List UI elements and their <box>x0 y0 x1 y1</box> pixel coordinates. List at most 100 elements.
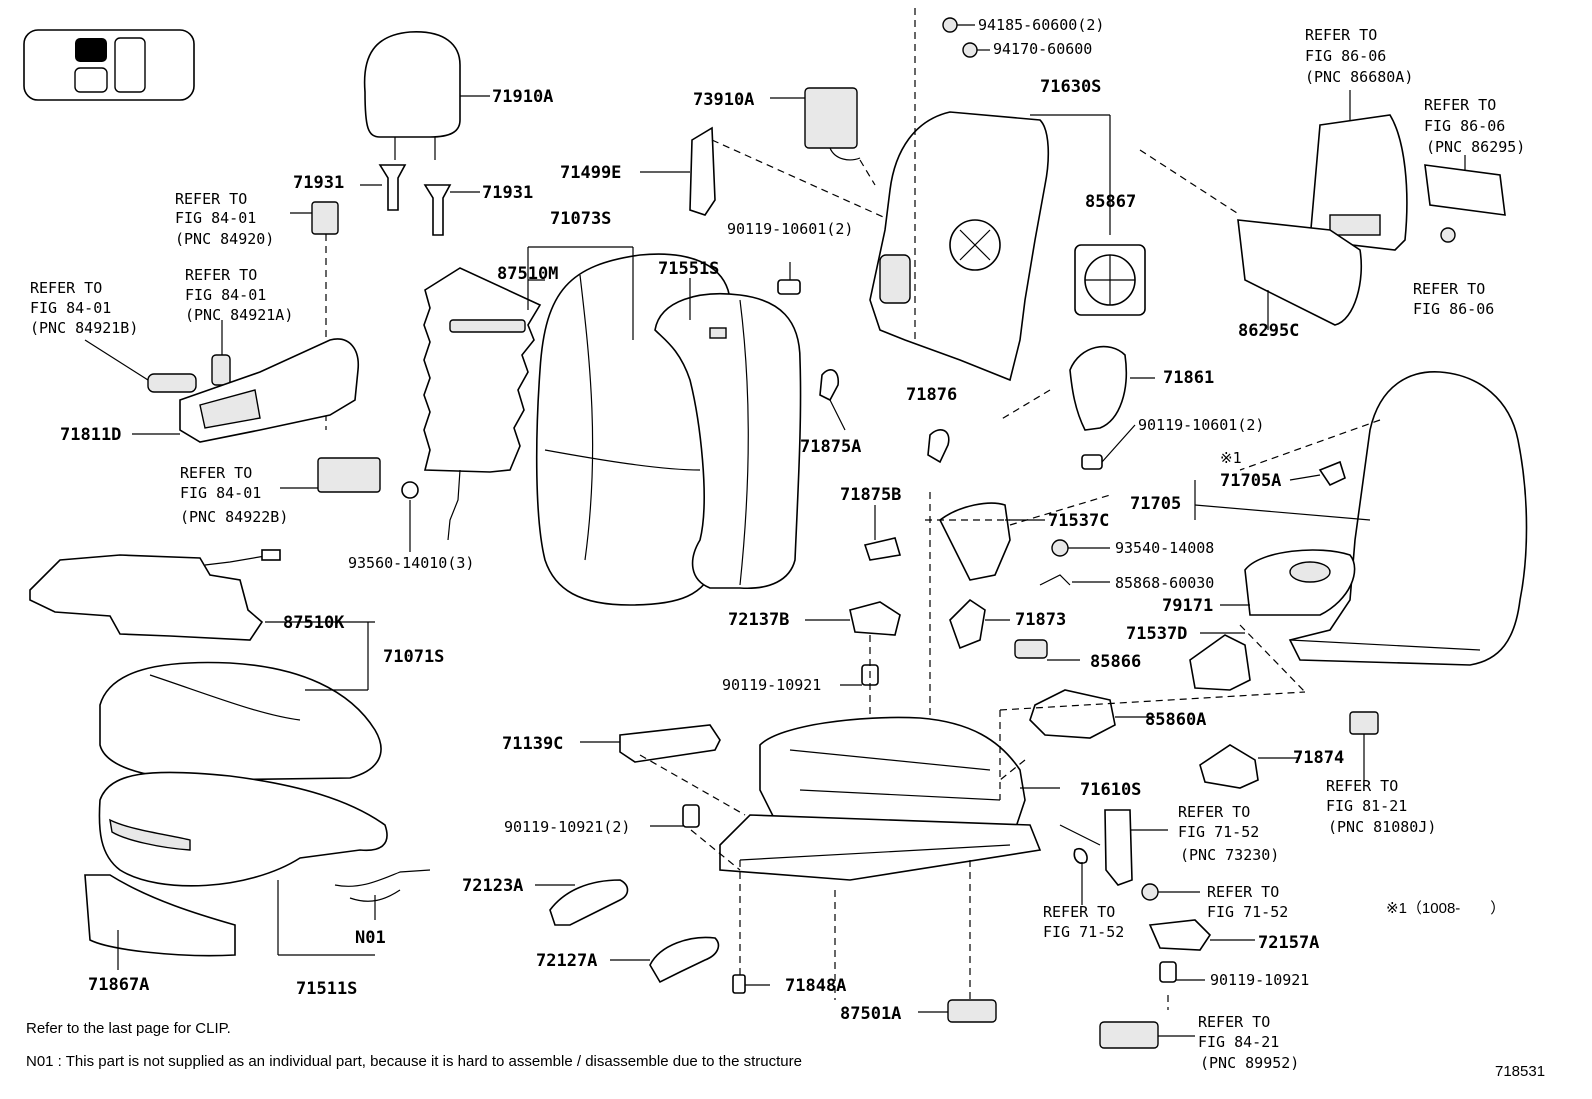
connector-87501A-drawing <box>918 860 997 1023</box>
ref-86295-line3: (PNC 86295) <box>1426 138 1525 156</box>
label-71630S: 71630S <box>1040 77 1101 97</box>
seatback-heater-drawing <box>423 247 545 541</box>
ref-8606-line2: FIG 86-06 <box>1413 300 1494 318</box>
ref-73230-line1: REFER TO <box>1178 803 1250 821</box>
label-85866: 85866 <box>1090 652 1141 672</box>
ref-7152-right-line1: REFER TO <box>1207 883 1279 901</box>
seat-location-icon <box>23 29 195 101</box>
seat-cushion-pad-drawing <box>98 771 388 956</box>
label-71610S: 71610S <box>1080 780 1141 800</box>
ref-7152-left-line1: REFER TO <box>1043 903 1115 921</box>
label-85860A: 85860A <box>1145 710 1206 730</box>
label-71875B: 71875B <box>840 485 901 505</box>
ref-73230-line2: FIG 71-52 <box>1178 823 1259 841</box>
ref-86295-line2: FIG 86-06 <box>1424 117 1505 135</box>
bracket-72137B-drawing <box>805 601 901 740</box>
cover-72157A-drawing <box>1148 919 1255 983</box>
cover-71537D-drawing <box>1189 632 1251 691</box>
ref-81080J-line1: REFER TO <box>1326 777 1398 795</box>
ref-84921B-line2: FIG 84-01 <box>30 299 111 317</box>
label-94170-60600: 94170-60600 <box>993 40 1092 58</box>
label-72157A: 72157A <box>1258 933 1319 953</box>
part-labels: 71910A 71931 71931 REFER TO FIG 84-01 (P… <box>30 16 1525 1072</box>
ref-84920-line1: REFER TO <box>175 190 247 208</box>
ref-84922B-line2: FIG 84-01 <box>180 484 261 502</box>
label-71874: 71874 <box>1293 748 1344 768</box>
sensor-parts-drawing <box>949 539 1110 661</box>
label-71873: 71873 <box>1015 610 1066 630</box>
ref-86295-line1: REFER TO <box>1424 96 1496 114</box>
ref-81080J-line2: FIG 81-21 <box>1326 797 1407 815</box>
label-79171: 79171 <box>1162 596 1213 616</box>
side-shield-drawing <box>132 338 359 443</box>
connector-89952-drawing <box>1099 995 1195 1049</box>
ref-86680A-line3: (PNC 86680A) <box>1305 68 1413 86</box>
figure-number: 718531 <box>1495 1063 1545 1080</box>
ref-84921B-line3: (PNC 84921B) <box>30 319 138 337</box>
ref-89952-line1: REFER TO <box>1198 1013 1270 1031</box>
guide-lines <box>859 159 1381 800</box>
note-mark: ※1（1008- ） <box>1386 900 1505 917</box>
footnote-clip: Refer to the last page for CLIP. <box>26 1020 231 1037</box>
label-86295C: 86295C <box>1238 321 1299 341</box>
label-71499E: 71499E <box>560 163 621 183</box>
bracket-71874-drawing <box>1199 744 1300 789</box>
label-71931-left: 71931 <box>293 173 344 193</box>
seatback-pad-drawing <box>654 278 802 590</box>
label-94185-60600: 94185-60600(2) <box>978 16 1104 34</box>
label-71875A: 71875A <box>800 437 861 457</box>
label-90119-10601-right: 90119-10601(2) <box>1138 416 1264 434</box>
bolt-71848A-drawing <box>732 860 836 1000</box>
module-85860A-drawing <box>1029 689 1155 739</box>
label-87501A: 87501A <box>840 1004 901 1024</box>
label-73910A: 73910A <box>693 90 754 110</box>
ref-86680A-line2: FIG 86-06 <box>1305 47 1386 65</box>
fasteners-top-drawing <box>914 8 990 340</box>
footer: Refer to the last page for CLIP. N01 : T… <box>26 1020 1545 1080</box>
seatback-frame-drawing <box>869 111 1111 382</box>
clip-71705A-drawing <box>1289 460 1346 487</box>
label-87510M: 87510M <box>497 264 558 284</box>
label-71811D: 71811D <box>60 425 121 445</box>
label-72123A: 72123A <box>462 876 523 896</box>
footnote-n01: N01 : This part is not supplied as an in… <box>26 1053 802 1070</box>
seat-frame-drawing <box>719 716 1060 881</box>
bolt-90119-10921b-drawing <box>650 804 741 871</box>
module-73910A-drawing <box>770 87 861 161</box>
label-93540-14008: 93540-14008 <box>1115 539 1214 557</box>
label-71073S: 71073S <box>550 209 611 229</box>
label-71910A: 71910A <box>492 87 553 107</box>
covers-72123A-72127A-drawing <box>535 879 720 984</box>
label-72137B: 72137B <box>728 610 789 630</box>
clip-71875B-drawing <box>863 505 902 561</box>
label-93560-14010: 93560-14010(3) <box>348 554 474 572</box>
cover-71861-drawing <box>1069 345 1155 431</box>
seat-heater-cushion-drawing <box>29 549 375 641</box>
ref-84921B-line1: REFER TO <box>30 279 102 297</box>
ref-84921A-line1: REFER TO <box>185 266 257 284</box>
label-72127A: 72127A <box>536 951 597 971</box>
label-85868-60030: 85868-60030 <box>1115 574 1214 592</box>
clips-71876-71875A-drawing <box>819 369 950 464</box>
bolt-90119-10601b-drawing <box>1081 424 1136 470</box>
seat-cushion-cover-drawing <box>99 622 382 781</box>
ref-84921A-line3: (PNC 84921A) <box>185 306 293 324</box>
label-90119-10921-top: 90119-10921 <box>722 676 821 694</box>
label-71511S: 71511S <box>296 979 357 999</box>
label-71705A-mark: ※1 <box>1220 449 1242 467</box>
switch-knob-drawing <box>290 201 339 430</box>
label-71867A: 71867A <box>88 975 149 995</box>
seat-cushion-trim-drawing <box>84 874 236 970</box>
small-knob-drawings <box>84 320 231 393</box>
ref-7152-right-line2: FIG 71-52 <box>1207 903 1288 921</box>
ref-7152-left-line2: FIG 71-52 <box>1043 923 1124 941</box>
ref-86680A-line1: REFER TO <box>1305 26 1377 44</box>
seat-switch-drawing <box>280 457 419 552</box>
connector-81080J-drawing <box>1349 711 1379 780</box>
ref-8606-line1: REFER TO <box>1413 280 1485 298</box>
label-90119-10921-right: 90119-10921 <box>1210 971 1309 989</box>
ref-89952-line2: FIG 84-21 <box>1198 1033 1279 1051</box>
ref-84922B-line3: (PNC 84922B) <box>180 508 288 526</box>
label-71537C: 71537C <box>1048 511 1109 531</box>
label-71848A: 71848A <box>785 976 846 996</box>
